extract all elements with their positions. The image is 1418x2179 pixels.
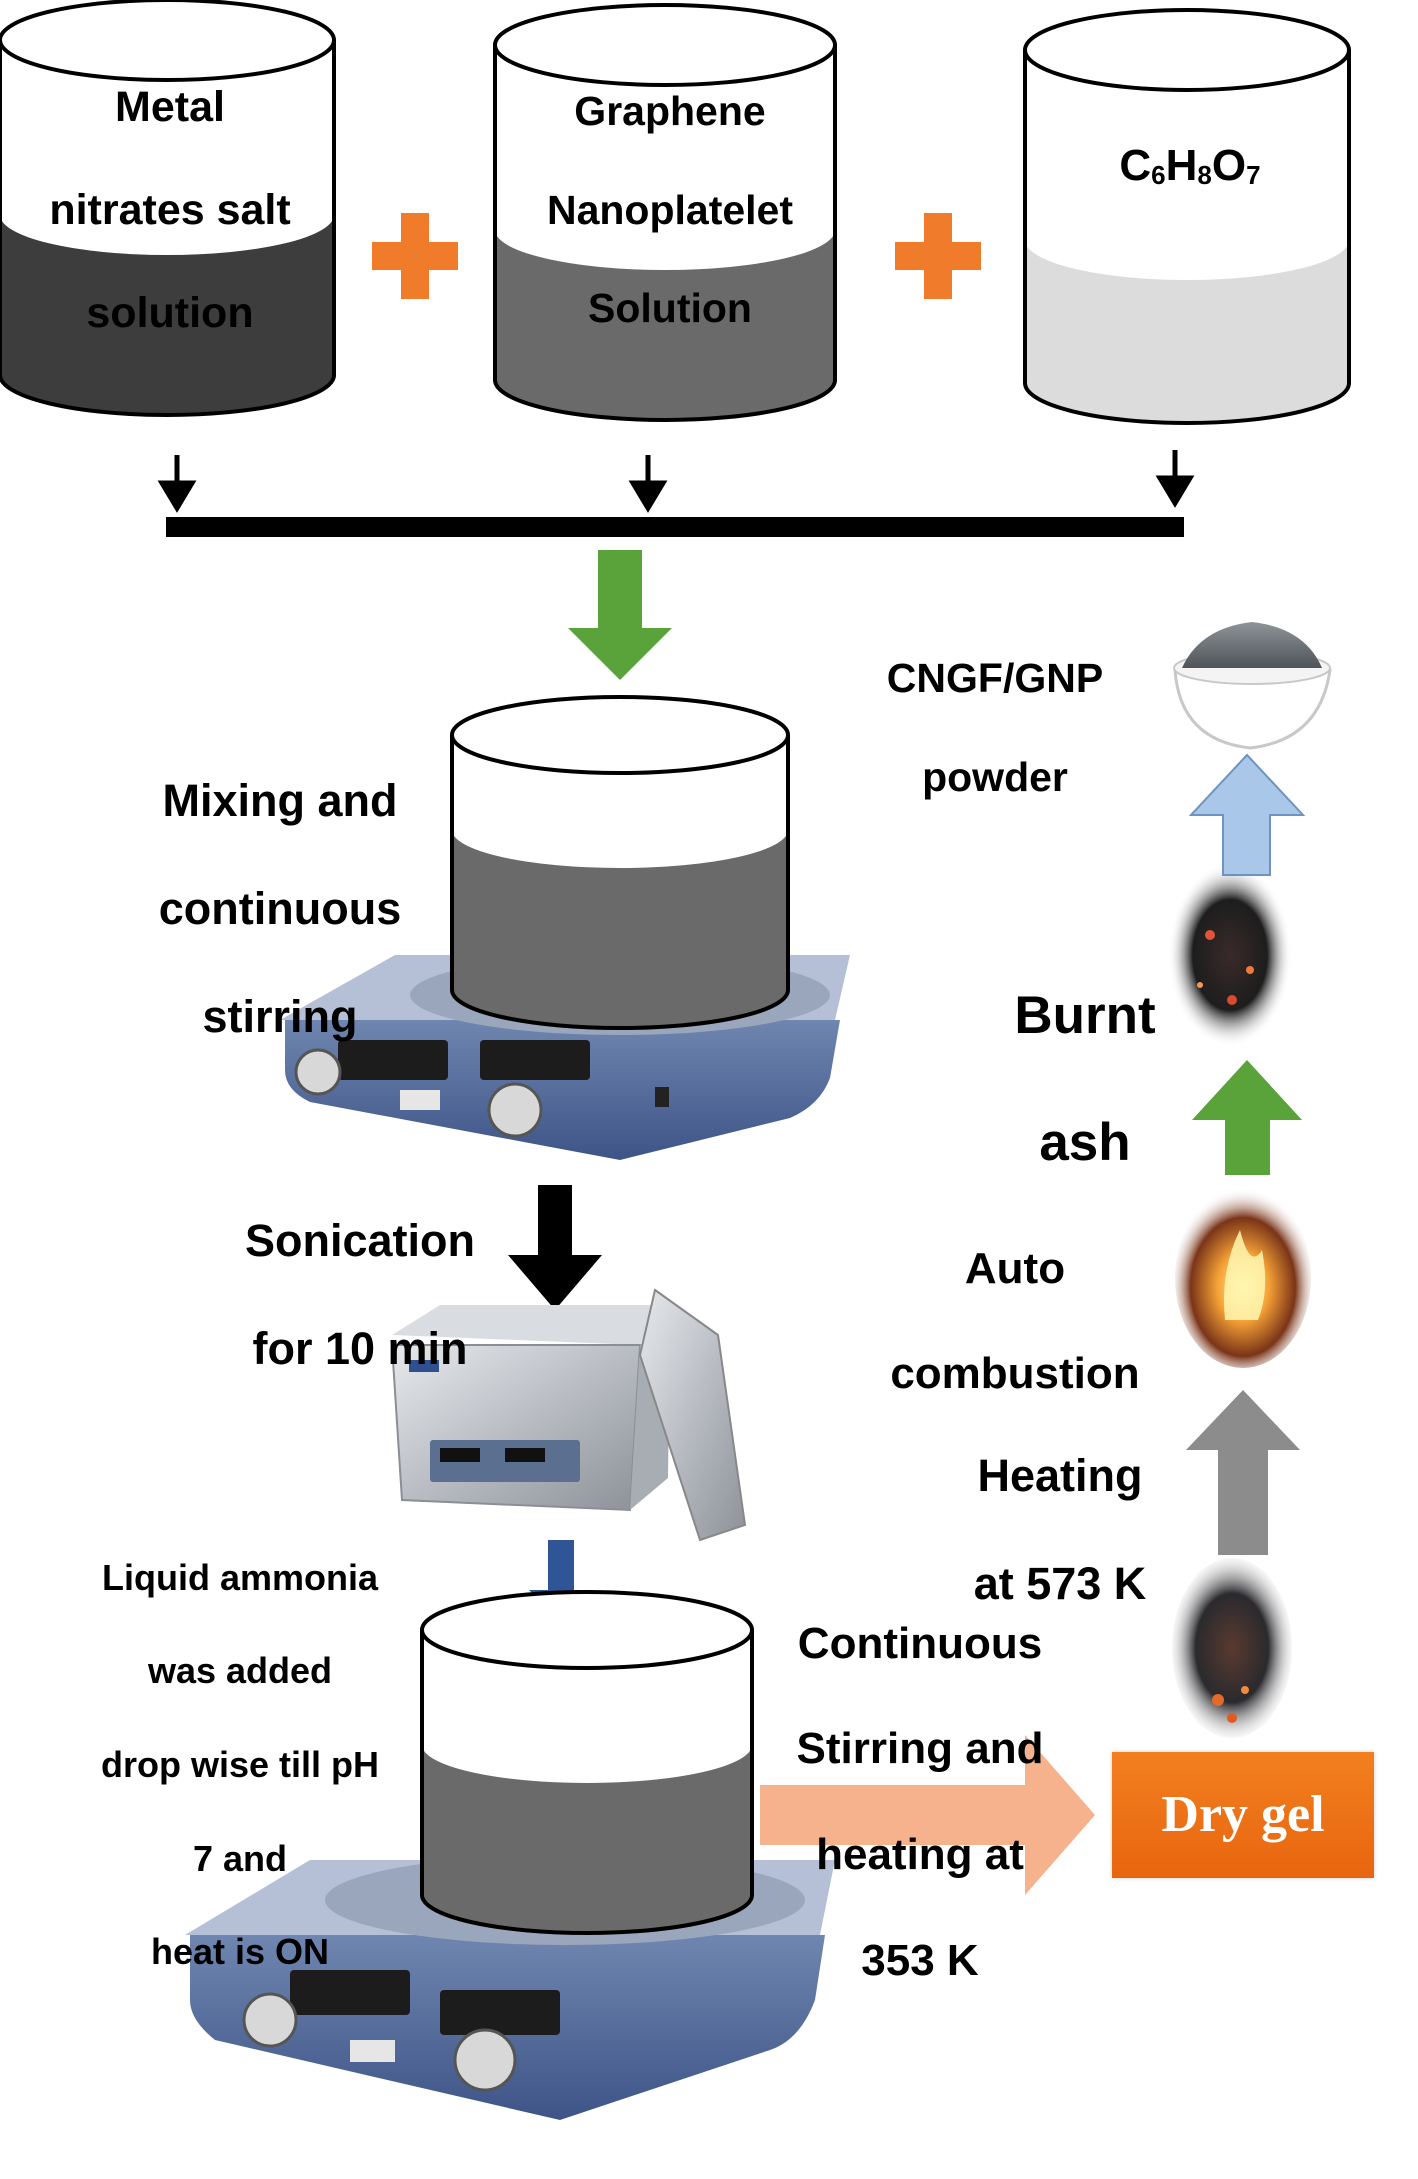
merge-arrows <box>157 450 1195 513</box>
gray-arrow-up-icon <box>1186 1390 1300 1555</box>
peach-arrow-right-icon <box>760 1735 1095 1895</box>
mixing-label: Mixing and continuous stirring <box>158 775 402 1042</box>
citric-acid-formula: C6H8O7 <box>1119 141 1261 190</box>
mixing-beaker <box>450 695 790 1030</box>
plus-icon <box>372 213 458 299</box>
green-arrow-up-icon <box>1192 1060 1302 1175</box>
burnt-ash-image <box>1168 863 1292 1047</box>
product-label: CNGF/GNP powder <box>886 655 1104 800</box>
black-arrow-down-icon <box>508 1185 602 1310</box>
metal-nitrate-label: Metal nitrates salt solution <box>49 82 291 337</box>
green-arrow-down-icon <box>568 550 672 680</box>
continuous-stirring-label: Continuous Stirring and heating at 353 K <box>796 1618 1044 1985</box>
citric-acid-beaker <box>1023 8 1351 425</box>
gel-image <box>1172 1558 1292 1738</box>
ultrasonic-bath <box>390 1288 747 1542</box>
light-blue-arrow-up-icon <box>1188 753 1306 876</box>
powder-bowl-image <box>1173 622 1332 750</box>
graphene-label: Graphene Nanoplatelet Solution <box>546 88 794 331</box>
reaction-beaker <box>420 1590 754 1935</box>
burnt-ash-label: Burnt ash <box>1014 985 1156 1172</box>
auto-combustion-label: Auto combustion <box>890 1243 1140 1399</box>
dry-gel-box: Dry gel <box>1112 1752 1374 1878</box>
sonication-label: Sonication for 10 min <box>244 1215 475 1374</box>
ammonia-label: Liquid ammonia was added drop wise till … <box>100 1556 379 1973</box>
plus-icon <box>895 213 981 299</box>
graphene-beaker <box>493 3 837 422</box>
metal-nitrate-beaker <box>0 0 336 417</box>
merge-bar <box>166 517 1184 537</box>
heating-label: Heating at 573 K <box>973 1450 1147 1609</box>
combustion-image <box>1175 1188 1311 1368</box>
